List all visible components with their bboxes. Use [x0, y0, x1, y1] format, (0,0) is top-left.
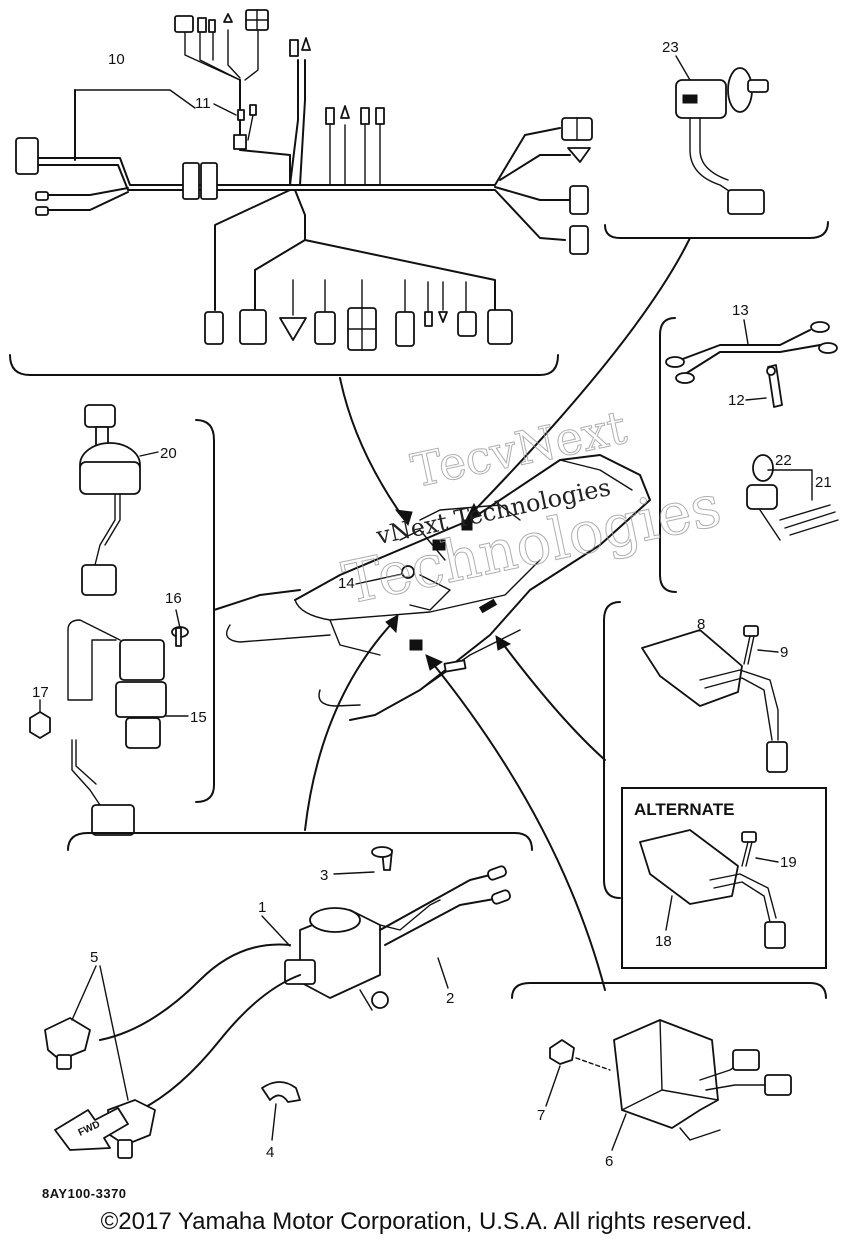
wire-harness-group — [9, 9, 593, 376]
callout-21: 21 — [815, 474, 832, 491]
callout-12: 12 — [728, 392, 745, 409]
callout-20: 20 — [160, 445, 177, 462]
callout-13: 13 — [732, 302, 749, 319]
snowmobile-body — [226, 454, 651, 721]
callout-5: 5 — [90, 949, 98, 966]
callout-8: 8 — [697, 616, 705, 633]
diagram-code: 8AY100-3370 — [42, 1186, 127, 1201]
callout-11: 11 — [195, 95, 211, 112]
alternate-label: ALTERNATE — [634, 800, 734, 819]
callout-17: 17 — [32, 684, 49, 701]
callout-15: 15 — [190, 709, 207, 726]
callout-2: 2 — [446, 990, 454, 1007]
callout-7: 7 — [537, 1107, 545, 1124]
part-23-assembly — [604, 67, 829, 239]
callout-6: 6 — [605, 1153, 613, 1170]
copyright-notice: ©2017 Yamaha Motor Corporation, U.S.A. A… — [100, 1208, 753, 1235]
callout-16: 16 — [165, 590, 182, 607]
callout-1: 1 — [258, 899, 266, 916]
callout-18: 18 — [655, 933, 672, 950]
callout-23: 23 — [662, 39, 679, 56]
callout-4: 4 — [266, 1144, 274, 1161]
parts-8-9-group — [603, 601, 788, 899]
fwd-arrow-icon: FWD — [54, 1107, 129, 1151]
callout-14: 14 — [338, 575, 355, 592]
leader-arrows — [213, 237, 691, 991]
callout-19: 19 — [780, 854, 797, 871]
callout-3: 3 — [320, 867, 328, 884]
watermark: vNext Technologies TecvNext Technologies — [337, 399, 728, 618]
callout-9: 9 — [780, 644, 788, 661]
parts-15-17-20-group — [29, 404, 215, 836]
ignition-coil-group — [44, 832, 533, 1159]
cdi-unit-group — [511, 982, 827, 1141]
callout-10: 10 — [108, 51, 125, 68]
parts-12-13-21-22-group — [659, 317, 839, 593]
alternate-box: ALTERNATE — [621, 787, 827, 969]
callout-22: 22 — [775, 452, 792, 469]
